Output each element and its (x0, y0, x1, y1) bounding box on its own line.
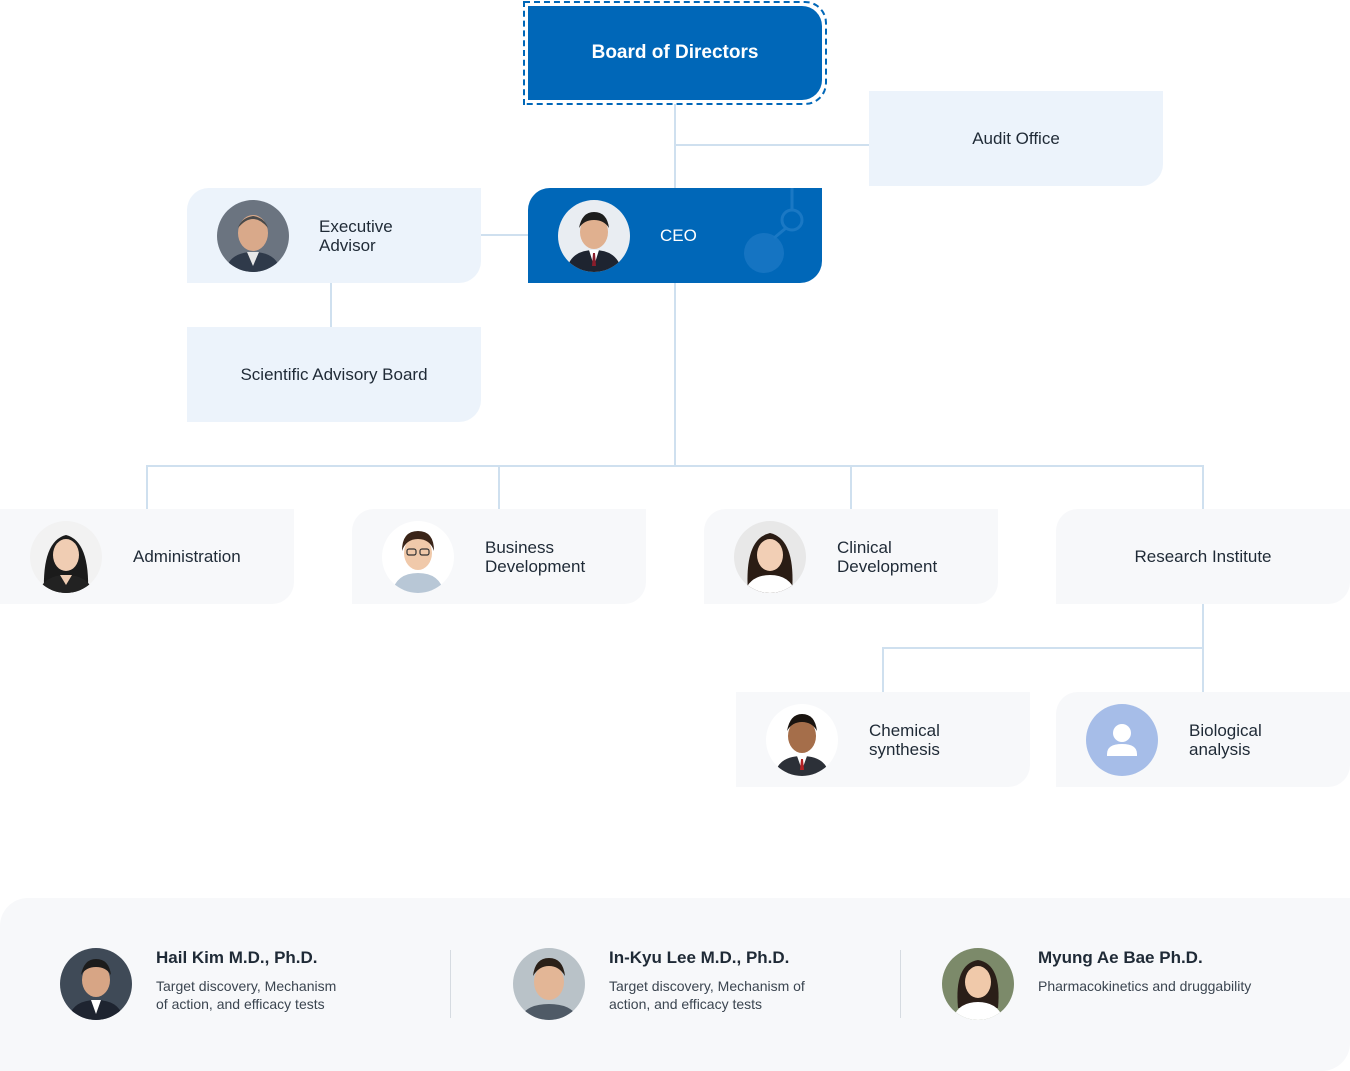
connector-advisor-ceo (480, 234, 530, 236)
clinical-development-head-photo (734, 520, 806, 593)
member-divider (450, 950, 451, 1018)
clinical-development-label-line1: Clinical (837, 537, 892, 557)
business-development-label-line1: Business (485, 537, 554, 557)
advisory-member-desc-line1: Pharmacokinetics and druggability (1038, 978, 1252, 994)
connector-clinical (850, 465, 852, 510)
board-dashed-outline (523, 1, 827, 105)
administration-head-photo (30, 520, 102, 593)
advisory-member-desc-line2: action, and efficacy tests (609, 996, 763, 1012)
placeholder-user-icon (1086, 703, 1158, 776)
ceo-label: CEO (660, 226, 697, 245)
ceo-box[interactable]: CEO (528, 188, 822, 283)
board-of-directors-box[interactable]: Board of Directors (528, 6, 822, 100)
chemical-synthesis-head-photo (766, 703, 838, 776)
business-development-head-photo (382, 520, 454, 593)
audit-office-label: Audit Office (972, 129, 1060, 148)
advisory-member-desc-line1: Target discovery, Mechanism (156, 978, 337, 994)
research-institute-label: Research Institute (1134, 547, 1272, 566)
ceo-photo (558, 199, 630, 272)
executive-advisor-photo (217, 199, 289, 272)
advisory-member-name: Hail Kim M.D., Ph.D. (156, 948, 318, 967)
connector-research (1202, 465, 1204, 510)
scientific-advisory-board-box[interactable]: Scientific Advisory Board (187, 327, 481, 422)
advisory-member-desc-line1: Target discovery, Mechanism of (609, 978, 805, 994)
administration-box[interactable]: Administration (0, 509, 294, 604)
business-development-label-line2: Development (485, 556, 586, 576)
advisory-member-card: Myung Ae Bae Ph.D. Pharmacokinetics and … (942, 948, 1251, 1020)
advisory-members-panel: Hail Kim M.D., Ph.D. Target discovery, M… (0, 898, 1350, 1071)
administration-label: Administration (133, 547, 241, 566)
audit-office-box[interactable]: Audit Office (869, 91, 1163, 186)
clinical-development-box[interactable]: Clinical Development (704, 509, 998, 604)
executive-advisor-label-line1: Executive (319, 216, 393, 236)
biological-analysis-box[interactable]: Biological analysis (1056, 692, 1350, 787)
chemical-synthesis-box[interactable]: Chemical synthesis (736, 692, 1030, 787)
chemical-synthesis-label-line1: Chemical (869, 720, 940, 740)
molecule-decoration-icon (744, 188, 804, 273)
member-divider (900, 950, 901, 1018)
executive-advisor-label-line2: Advisor (319, 235, 376, 255)
advisory-member-name: In-Kyu Lee M.D., Ph.D. (609, 948, 790, 967)
connector-admin (146, 465, 148, 510)
clinical-development-label-line2: Development (837, 556, 938, 576)
sab-label: Scientific Advisory Board (240, 365, 428, 384)
biological-analysis-label-line2: analysis (1189, 739, 1251, 759)
advisory-member-photo (513, 948, 585, 1020)
connector-advisor-sab (330, 283, 332, 328)
connector-board-ceo (674, 104, 676, 190)
chemical-synthesis-label-line2: synthesis (869, 739, 940, 759)
executive-advisor-box[interactable]: Executive Advisor (187, 188, 481, 283)
advisory-member-card: In-Kyu Lee M.D., Ph.D. Target discovery,… (513, 948, 805, 1020)
business-development-box[interactable]: Business Development (352, 509, 646, 604)
advisory-member-desc-line2: of action, and efficacy tests (156, 996, 325, 1012)
connector-ceo-down (674, 283, 676, 466)
biological-analysis-label-line1: Biological (1189, 720, 1262, 740)
connector-units-horizontal (882, 647, 1204, 649)
board-label: Board of Directors (591, 42, 759, 63)
advisory-member-card: Hail Kim M.D., Ph.D. Target discovery, M… (60, 948, 336, 1020)
research-institute-box[interactable]: Research Institute (1056, 509, 1350, 604)
advisory-member-photo (942, 948, 1014, 1020)
connector-chemical (882, 647, 884, 693)
connector-dept-horizontal (146, 465, 1204, 467)
connector-audit (675, 144, 871, 146)
advisory-member-name: Myung Ae Bae Ph.D. (1038, 948, 1203, 967)
connector-business (498, 465, 500, 510)
advisory-member-photo (60, 948, 132, 1020)
